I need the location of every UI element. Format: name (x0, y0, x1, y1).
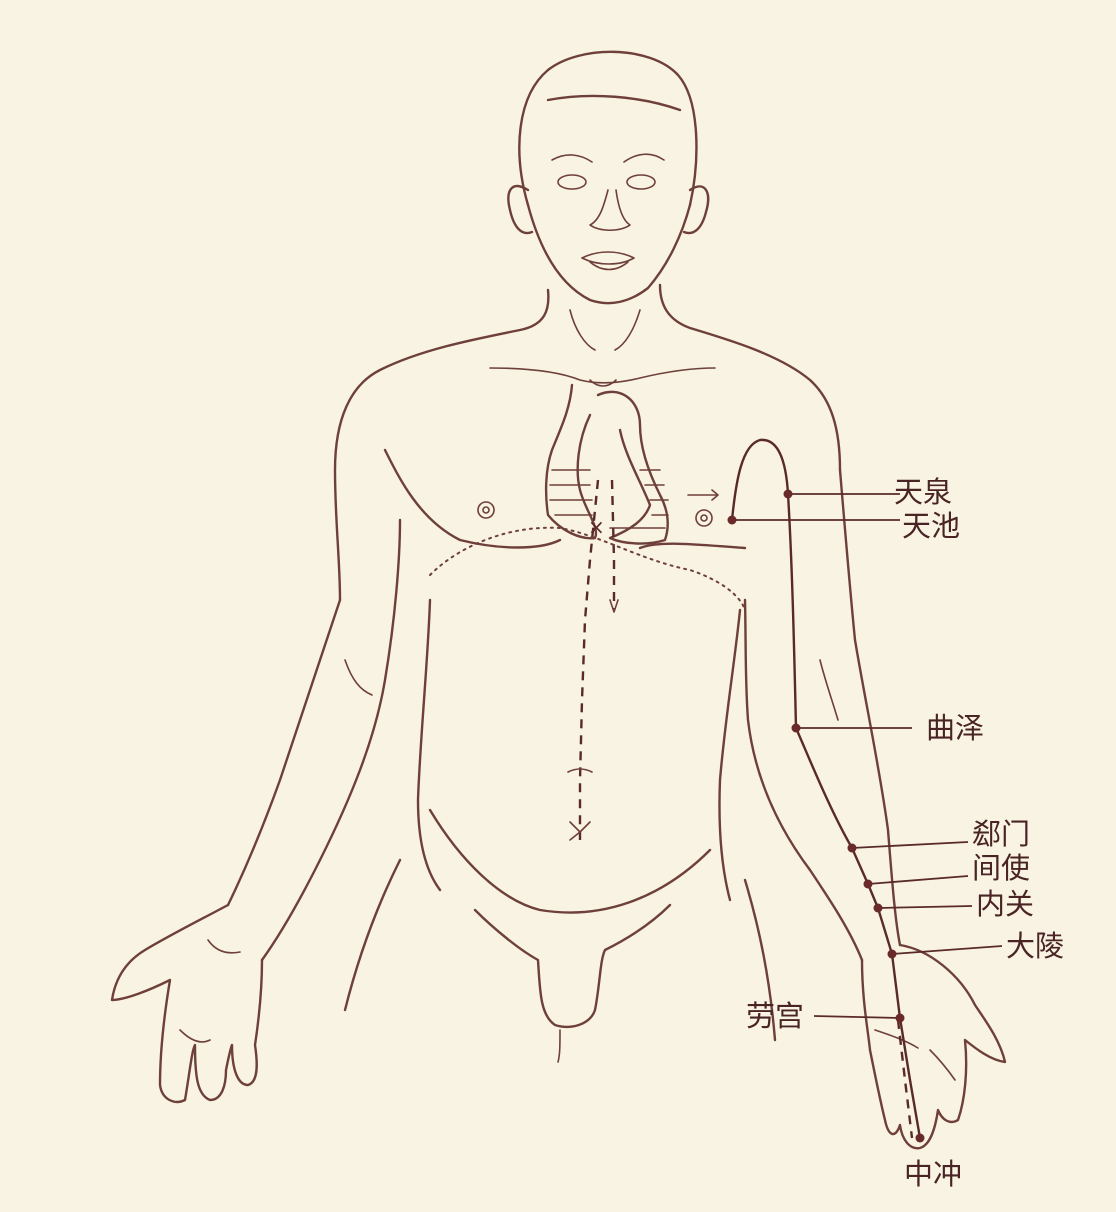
leader-neiguan (877, 905, 973, 909)
leader-jianshi (867, 875, 969, 885)
point-zhongchong (915, 1133, 925, 1143)
left-arm (743, 468, 1007, 1150)
label-laogong: 劳宫 (746, 999, 804, 1033)
label-quze: 曲泽 (926, 711, 984, 745)
label-zhongchong: 中冲 (904, 1157, 962, 1191)
point-neiguan (873, 903, 883, 913)
label-tianchi: 天池 (902, 509, 960, 543)
point-laogong (895, 1013, 905, 1023)
point-tianquan (783, 489, 793, 499)
svg-text:×: × (588, 515, 605, 539)
leader-daling (891, 945, 1003, 955)
label-tianquan: 天泉 (894, 475, 952, 509)
right-arm (110, 518, 402, 1104)
meridian-path: × (429, 438, 922, 1140)
torso (333, 283, 842, 1063)
acupoint-labels: 天泉 天池 曲泽 郄门 间使 内关 大陵 劳宫 中冲 (746, 475, 1064, 1191)
label-daling: 大陵 (1006, 929, 1064, 963)
label-ximen: 郄门 (972, 817, 1030, 851)
point-jianshi (863, 879, 873, 889)
label-neiguan: 内关 (976, 887, 1034, 921)
leader-laogong (813, 1015, 901, 1019)
acupoint-markers (727, 489, 1003, 1143)
point-ximen (847, 843, 857, 853)
heart (544, 383, 669, 545)
head (507, 50, 710, 305)
point-tianchi (727, 515, 737, 525)
point-daling (887, 949, 897, 959)
leader-ximen (851, 841, 969, 849)
label-jianshi: 间使 (972, 851, 1030, 885)
point-quze (791, 723, 801, 733)
